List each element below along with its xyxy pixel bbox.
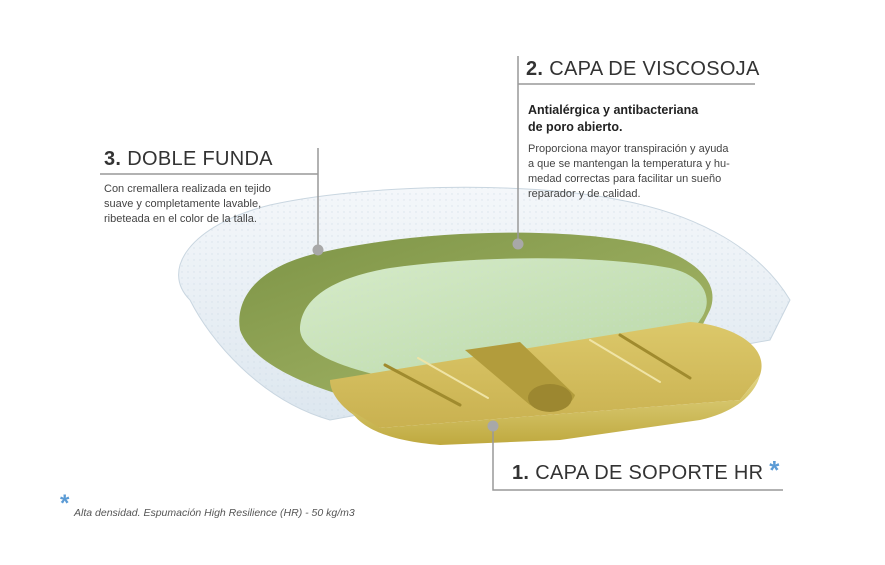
viscosoja-title: 2.CAPA DE VISCOSOJA xyxy=(526,58,760,81)
viscosoja-subtitle-line: Antialérgica y antibacteriana xyxy=(528,103,699,117)
soporte-asterisk: * xyxy=(769,455,780,485)
viscosoja-description: Proporciona mayor transpiración y ayuda … xyxy=(528,142,774,202)
footnote-asterisk: * xyxy=(60,490,70,517)
viscosoja-description-line: reparador y de calidad. xyxy=(528,188,641,200)
support-foam-layer xyxy=(330,322,762,445)
funda-title-text: DOBLE FUNDA xyxy=(127,148,273,170)
soporte-number: 1. xyxy=(512,462,530,484)
viscosoja-description-line: a que se mantengan la temperatura y hu- xyxy=(528,158,730,170)
viscosoja-description-line: medad correctas para facilitar un sueño xyxy=(528,173,722,185)
viscosoja-description-line: Proporciona mayor transpiración y ayuda xyxy=(528,143,729,155)
viscosoja-subtitle: Antialérgica y antibacteriana de poro ab… xyxy=(528,102,698,136)
soporte-title: 1.CAPA DE SOPORTE HR * xyxy=(512,455,780,486)
funda-description: Con cremallera realizada en tejido suave… xyxy=(104,182,316,227)
viscosoja-title-text: CAPA DE VISCOSOJA xyxy=(549,58,760,80)
leader-dot-funda xyxy=(312,244,324,256)
funda-description-line: Con cremallera realizada en tejido xyxy=(104,183,271,195)
visco-foam-layer xyxy=(300,258,707,380)
leader-line-soporte xyxy=(492,428,783,491)
leader-dot-viscosoja xyxy=(512,238,524,250)
funda-description-line: suave y completamente lavable, xyxy=(104,198,262,210)
footnote-text: Alta densidad. Espumación High Resilienc… xyxy=(74,507,355,519)
viscosoja-subtitle-line: de poro abierto. xyxy=(528,120,623,134)
leader-dots xyxy=(312,238,524,432)
leader-lines xyxy=(100,56,783,491)
funda-title: 3.DOBLE FUNDA xyxy=(104,148,273,171)
leader-dot-soporte xyxy=(487,420,499,432)
soporte-title-text: CAPA DE SOPORTE HR xyxy=(535,462,764,484)
funda-description-line: ribeteada en el color de la talla. xyxy=(104,213,257,225)
funda-number: 3. xyxy=(104,148,122,170)
viscosoja-number: 2. xyxy=(526,58,544,80)
